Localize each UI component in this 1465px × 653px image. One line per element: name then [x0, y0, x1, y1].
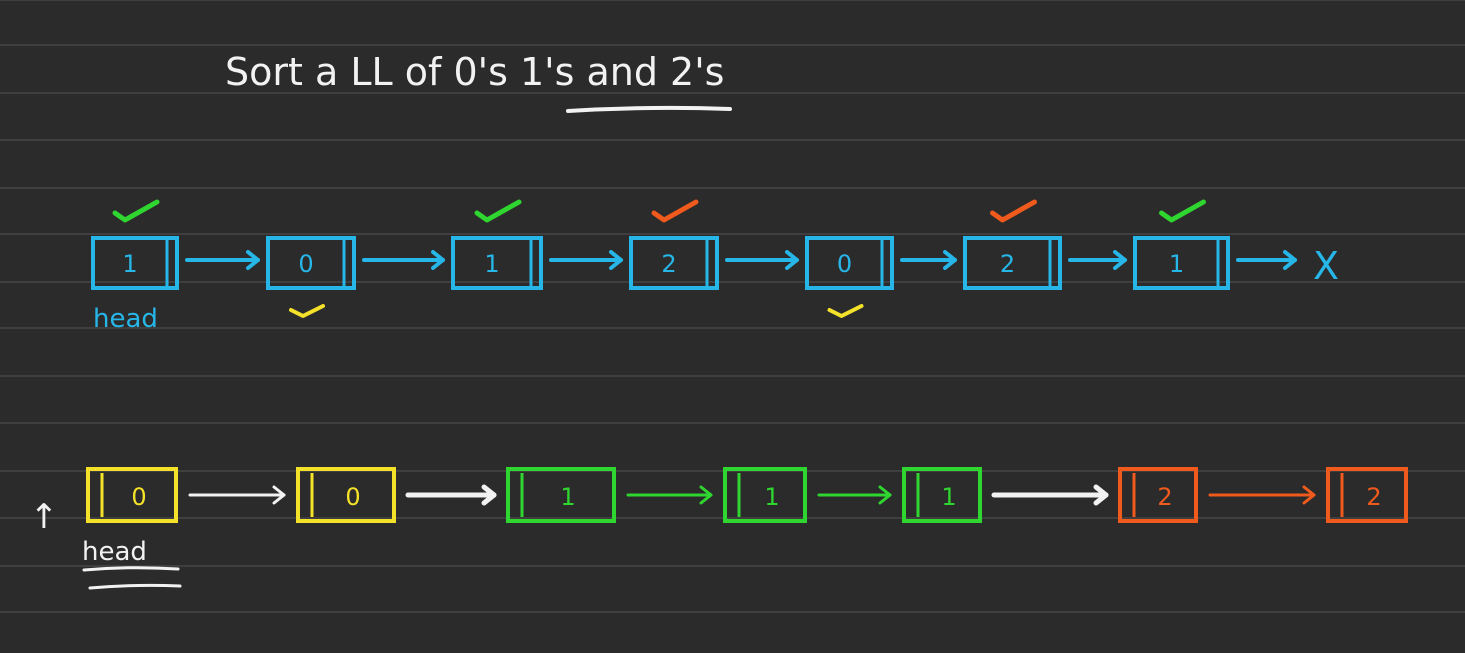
- node-value: 1: [1169, 250, 1184, 278]
- sorted-list-node: 1: [506, 467, 713, 523]
- head-underline: [82, 566, 180, 572]
- sorted-list: 0 0 1 1 1 2 2 ↑ head: [30, 467, 1408, 590]
- arrow-head-icon: [1302, 485, 1316, 505]
- node-box: [1326, 467, 1408, 523]
- title-underlined: 0's 1's: [453, 50, 574, 94]
- arrow-head-icon: [1093, 484, 1109, 506]
- sorted-list-node: 0: [86, 467, 286, 523]
- sorted-list-node: 1: [723, 467, 892, 523]
- list-node: 0: [266, 236, 445, 318]
- title-underline: [566, 105, 732, 113]
- node-value: 0: [837, 250, 852, 278]
- node-box: [1133, 236, 1230, 290]
- node-box: [963, 236, 1062, 290]
- node-value: 0: [298, 250, 313, 278]
- arrow-head-icon: [1283, 250, 1297, 270]
- arrow-head-icon: [699, 485, 713, 505]
- node-box: [805, 236, 894, 290]
- head-label: head: [82, 537, 147, 567]
- node-value: 1: [560, 483, 575, 511]
- title-prefix: Sort a LL of: [225, 50, 453, 94]
- node-box: [723, 467, 807, 523]
- head-label: head: [93, 304, 158, 334]
- arrow-head-icon: [481, 484, 497, 506]
- list-node: 1: [1133, 199, 1297, 290]
- node-box: [902, 467, 982, 523]
- arrow-head-icon: [785, 250, 799, 270]
- arrow-head-icon: [272, 485, 286, 505]
- node-box: [91, 236, 179, 290]
- arrow-head-icon: [1113, 250, 1127, 270]
- check-mark-icon: [990, 199, 1037, 223]
- check-mark-icon: [1159, 199, 1206, 223]
- arrow-head-icon: [878, 485, 892, 505]
- check-mark-icon: [827, 304, 864, 318]
- node-box: [296, 467, 396, 523]
- sorted-list-node: 2: [1118, 467, 1316, 523]
- head-pointer-arrow-icon: ↑: [30, 497, 59, 537]
- ruled-lines: [0, 0, 1465, 613]
- node-value: 0: [345, 483, 360, 511]
- node-box: [629, 236, 719, 290]
- arrow-head-icon: [246, 250, 260, 270]
- null-terminator: X: [1313, 244, 1339, 288]
- list-node: 0: [805, 236, 957, 318]
- sorted-list-node: 2: [1326, 467, 1408, 523]
- arrow-head-icon: [431, 250, 445, 270]
- node-box: [86, 467, 178, 523]
- node-value: 2: [1157, 483, 1172, 511]
- sorted-list-node: 0: [296, 467, 497, 523]
- list-node: 1: [451, 199, 623, 290]
- head-underline: [88, 583, 182, 590]
- node-value: 0: [131, 483, 146, 511]
- node-value: 1: [941, 483, 956, 511]
- sorted-list-node: 1: [902, 467, 1109, 523]
- list-node: 1: [91, 199, 260, 290]
- title-suffix: and 2's: [574, 50, 724, 94]
- node-value: 1: [122, 250, 137, 278]
- node-box: [451, 236, 543, 290]
- node-value: 1: [484, 250, 499, 278]
- check-mark-icon: [112, 199, 160, 223]
- node-value: 2: [661, 250, 676, 278]
- arrow-head-icon: [609, 250, 623, 270]
- node-value: 1: [764, 483, 779, 511]
- list-node: 2: [629, 199, 799, 290]
- arrow-head-icon: [943, 250, 957, 270]
- title-text: Sort a LL of 0's 1's and 2's: [225, 50, 724, 94]
- list-node: 2: [963, 199, 1127, 290]
- check-mark-icon: [289, 304, 325, 318]
- node-value: 2: [1366, 483, 1381, 511]
- check-mark-icon: [651, 199, 699, 223]
- node-value: 2: [1000, 250, 1015, 278]
- node-box: [266, 236, 356, 290]
- node-box: [506, 467, 616, 523]
- node-box: [1118, 467, 1198, 523]
- check-mark-icon: [474, 199, 522, 223]
